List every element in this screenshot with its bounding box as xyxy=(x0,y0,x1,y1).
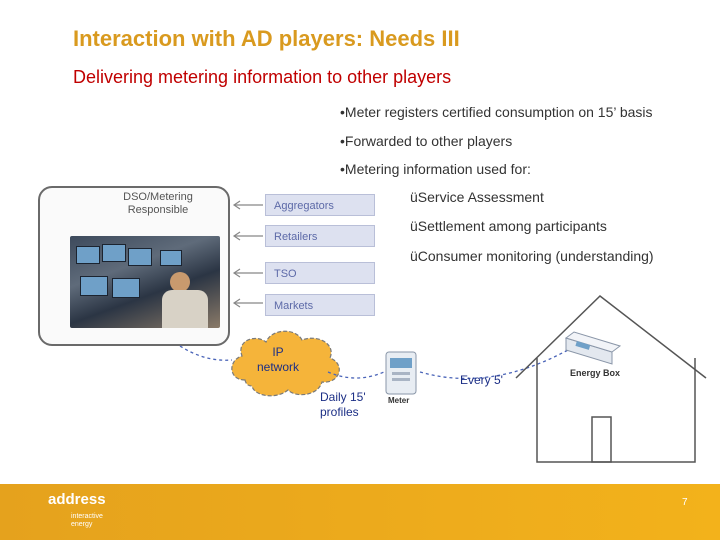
monitor-screen xyxy=(128,248,152,266)
meter-icon xyxy=(385,351,417,395)
use-service-assessment: üService Assessment xyxy=(410,189,544,205)
energy-box-display xyxy=(575,341,591,350)
operator-body xyxy=(162,290,208,328)
use-consumer-monitoring: üConsumer monitoring (understanding) xyxy=(410,248,654,264)
address-logo-tagline: interactive energy xyxy=(71,513,131,529)
every-5-label: Every 5' xyxy=(460,373,503,387)
use-settlement: üSettlement among participants xyxy=(410,218,607,234)
bullet-certified-consumption: •Meter registers certified consumption o… xyxy=(340,104,653,120)
footer-bar xyxy=(0,484,720,540)
house-walls xyxy=(536,358,696,463)
energy-box-top xyxy=(564,331,622,353)
daily-label-line2: profiles xyxy=(320,405,359,419)
monitor-screen xyxy=(160,250,182,266)
player-markets: Markets xyxy=(265,294,375,316)
monitor-screen xyxy=(102,244,126,262)
daily-profiles-label: Daily 15' profiles xyxy=(320,390,366,420)
house-roof xyxy=(515,295,707,379)
slide-subtitle: Delivering metering information to other… xyxy=(73,67,452,87)
meter-energybox-link xyxy=(419,349,569,380)
house-door xyxy=(591,416,612,463)
player-tso: TSO xyxy=(265,262,375,284)
player-aggregators: Aggregators xyxy=(265,194,375,216)
operator-head xyxy=(170,272,190,292)
page-number: 7 xyxy=(682,497,688,508)
dso-label-line1: DSO/Metering xyxy=(123,191,193,203)
slide-title: Interaction with AD players: Needs III xyxy=(73,26,460,51)
control-room-photo xyxy=(70,236,220,328)
meter-detail xyxy=(392,378,410,381)
daily-label-line1: Daily 15' xyxy=(320,390,366,404)
monitor-screen xyxy=(80,276,108,296)
arrow-head xyxy=(232,200,241,210)
player-arrows xyxy=(232,200,263,308)
meter-detail xyxy=(392,372,410,375)
dso-label-line2: Responsible xyxy=(127,204,189,216)
energy-box-label: Energy Box xyxy=(570,368,621,378)
house-icon xyxy=(515,295,707,463)
ip-network-cloud xyxy=(231,330,340,397)
monitor-screen xyxy=(112,278,140,298)
arrow-head xyxy=(232,298,241,308)
monitor-screen xyxy=(76,246,100,264)
dso-cloud-link xyxy=(179,345,233,361)
cloud-label-line2: network xyxy=(256,360,300,374)
arrow-head xyxy=(232,231,241,241)
bullet-forwarded: •Forwarded to other players xyxy=(340,133,513,149)
player-retailers: Retailers xyxy=(265,225,375,247)
meter-label: Meter xyxy=(388,396,410,405)
cloud-label-line1: IP xyxy=(272,345,284,359)
dso-label: DSO/Metering Responsible xyxy=(118,191,198,217)
arrow-head xyxy=(232,268,241,278)
address-logo: address xyxy=(48,491,106,508)
energy-box-icon xyxy=(564,331,622,365)
bullet-metering-used: •Metering information used for: xyxy=(340,161,531,177)
meter-display xyxy=(390,358,412,368)
logo-tagline-line1: interactive xyxy=(71,513,103,520)
logo-tagline-line2: energy xyxy=(71,521,93,528)
cloud-label: IP network xyxy=(254,345,302,375)
